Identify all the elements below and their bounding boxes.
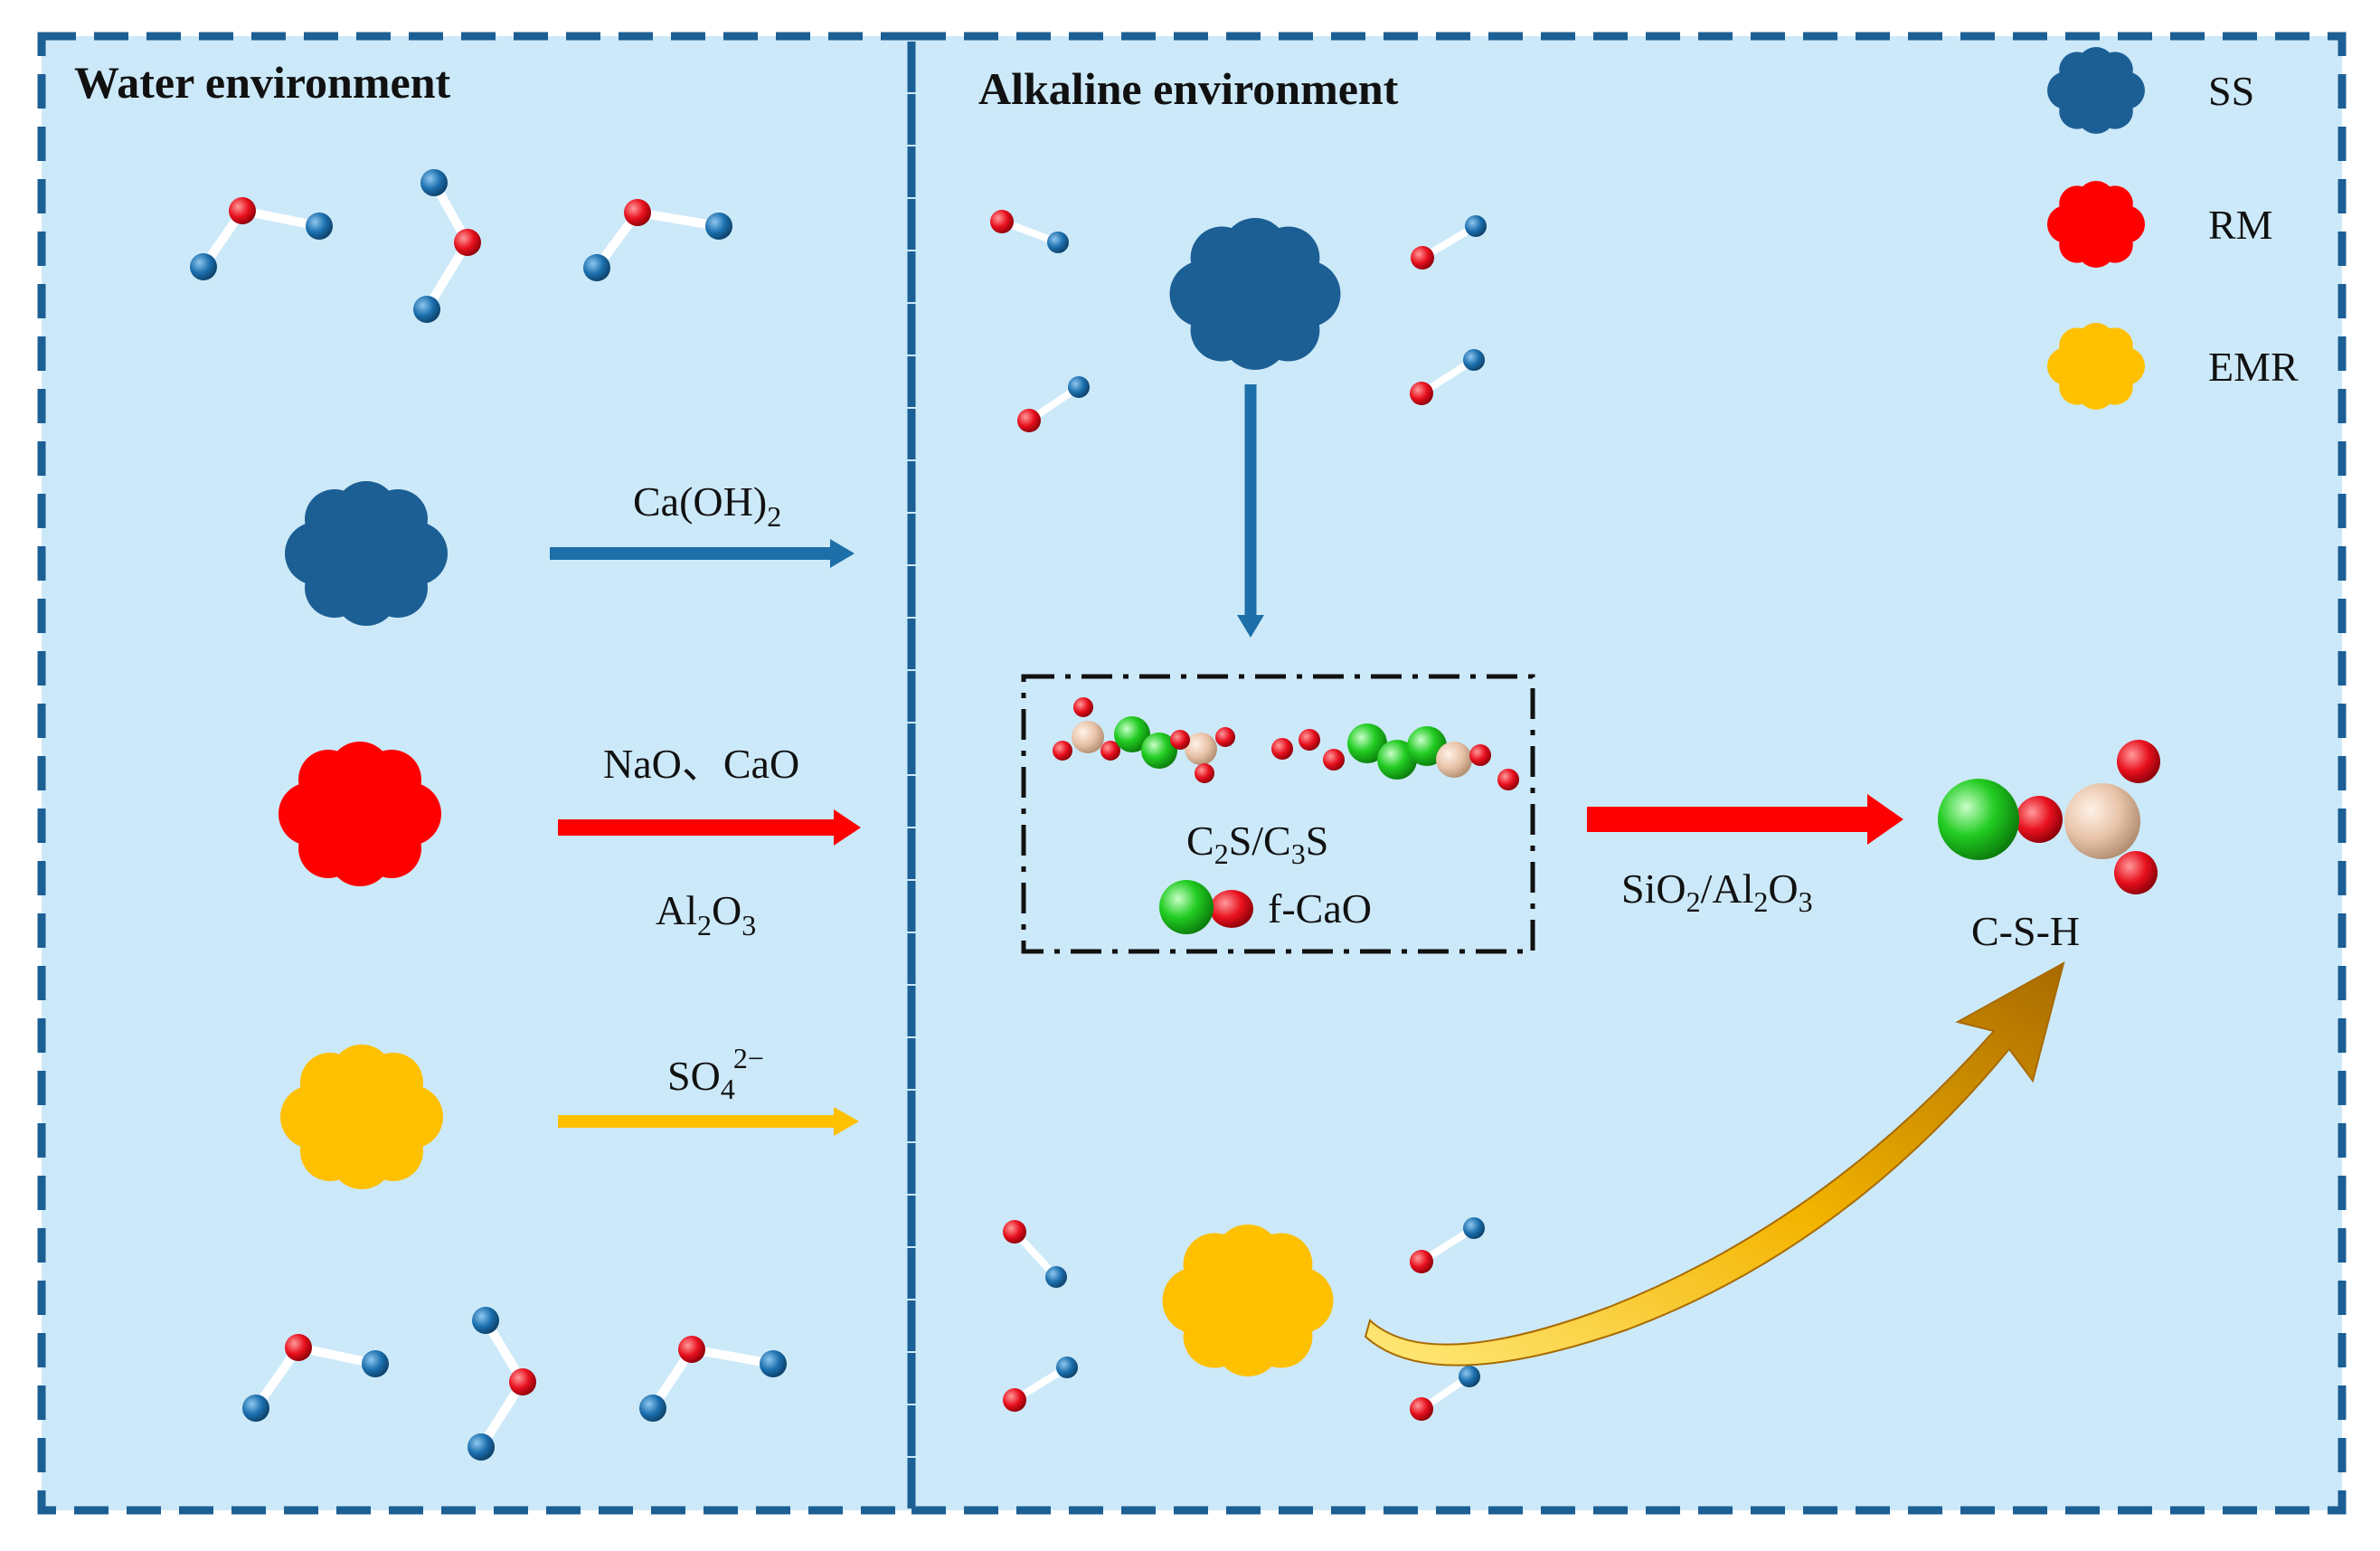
- hydroxyl-molecule: [1003, 1220, 1067, 1288]
- water-molecule: [583, 199, 732, 281]
- free-lime-label: f-CaO: [1268, 885, 1372, 932]
- water-molecule: [639, 1336, 787, 1422]
- ss-reagent-label: Ca(OH)2: [633, 478, 781, 533]
- water-molecule: [413, 169, 481, 323]
- hydroxyl-molecule: [1410, 349, 1485, 405]
- hydroxyl-molecule: [1410, 1366, 1480, 1421]
- left-panel-title: Water environment: [74, 57, 451, 108]
- legend: SS RM EMR: [2047, 47, 2299, 410]
- hydroxyl-molecule: [1017, 376, 1090, 432]
- silicate-chain-1: [1053, 697, 1235, 783]
- free-lime-molecule: [1159, 880, 1253, 934]
- hydroxyl-molecule: [1003, 1357, 1078, 1412]
- hydroxyl-molecule: [990, 210, 1069, 253]
- emr-reagent-label: SO42−: [667, 1042, 764, 1105]
- ss-down-arrow: [1237, 384, 1264, 638]
- rm-reagent-label-top: NaO、CaO: [603, 741, 799, 787]
- csh-formation-arrow: [1587, 794, 1903, 845]
- legend-rm-label: RM: [2208, 202, 2273, 248]
- emr-reaction-arrow: [558, 1107, 859, 1136]
- legend-emr-label: EMR: [2208, 344, 2299, 390]
- csh-molecule: [1938, 740, 2160, 894]
- silicate-phases-label: C2S/C3S: [1186, 818, 1328, 870]
- csh-label: C-S-H: [1971, 908, 2080, 954]
- emr-to-csh-curved-arrow: [1364, 960, 2065, 1367]
- right-panel-title: Alkaline environment: [978, 63, 1399, 114]
- water-molecule: [468, 1307, 536, 1461]
- rm-reaction-arrow: [558, 809, 861, 846]
- csh-reagent-label: SiO2/Al2O3: [1621, 865, 1813, 918]
- left-panel-bg: [42, 36, 911, 1510]
- hydroxyl-molecule: [1410, 1217, 1485, 1273]
- rm-reagent-label-bottom: Al2O3: [656, 887, 756, 941]
- right-panel-bg: [911, 36, 2342, 1510]
- hydroxyl-molecule: [1411, 215, 1487, 270]
- legend-ss-label: SS: [2208, 68, 2254, 114]
- left-panel-border: [37, 32, 916, 1515]
- ss-reaction-arrow: [550, 539, 855, 568]
- right-panel-border: [907, 32, 2347, 1515]
- hydration-products-box: [1021, 674, 1535, 954]
- water-molecule: [242, 1334, 389, 1422]
- water-molecule: [190, 197, 333, 280]
- silicate-chain-2: [1271, 723, 1519, 790]
